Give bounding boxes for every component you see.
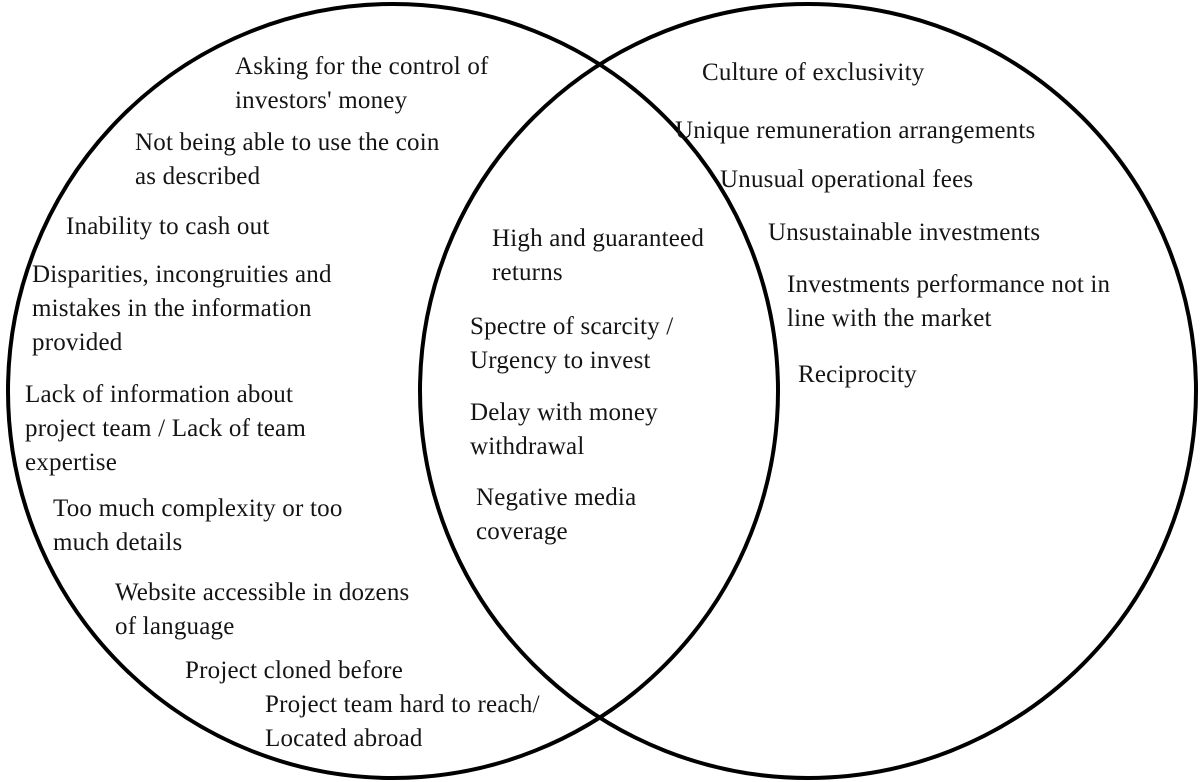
venn-item-left: Website accessible in dozens of language: [115, 579, 410, 640]
venn-item-right: Unsustainable investments: [768, 219, 1041, 246]
venn-item-left: Not being able to use the coin as descri…: [135, 129, 440, 190]
venn-item-left: Project team hard to reach/ Located abro…: [265, 691, 540, 752]
venn-item-left: Asking for the control of investors' mon…: [235, 53, 489, 114]
venn-item-right: Unique remuneration arrangements: [675, 117, 1036, 144]
venn-item-intersection: Negative media coverage: [476, 484, 637, 545]
venn-item-right: Unusual operational fees: [720, 166, 974, 193]
venn-item-right: Reciprocity: [798, 361, 917, 388]
venn-item-intersection: Delay with money withdrawal: [470, 399, 658, 460]
right-circle: [418, 2, 1198, 780]
venn-item-intersection: Spectre of scarcity / Urgency to invest: [470, 313, 674, 374]
venn-item-right: Culture of exclusivity: [702, 59, 925, 86]
venn-item-left: Inability to cash out: [66, 213, 270, 240]
venn-item-right: Investments performance not in line with…: [787, 271, 1111, 332]
venn-item-left: Project cloned before: [185, 657, 403, 684]
left-circle: [6, 2, 780, 780]
venn-item-left: Too much complexity or too much details: [53, 495, 343, 556]
venn-item-intersection: High and guaranteed returns: [492, 225, 705, 286]
venn-item-left: Disparities, incongruities and mistakes …: [32, 261, 332, 356]
venn-item-left: Lack of information about project team /…: [25, 381, 306, 476]
